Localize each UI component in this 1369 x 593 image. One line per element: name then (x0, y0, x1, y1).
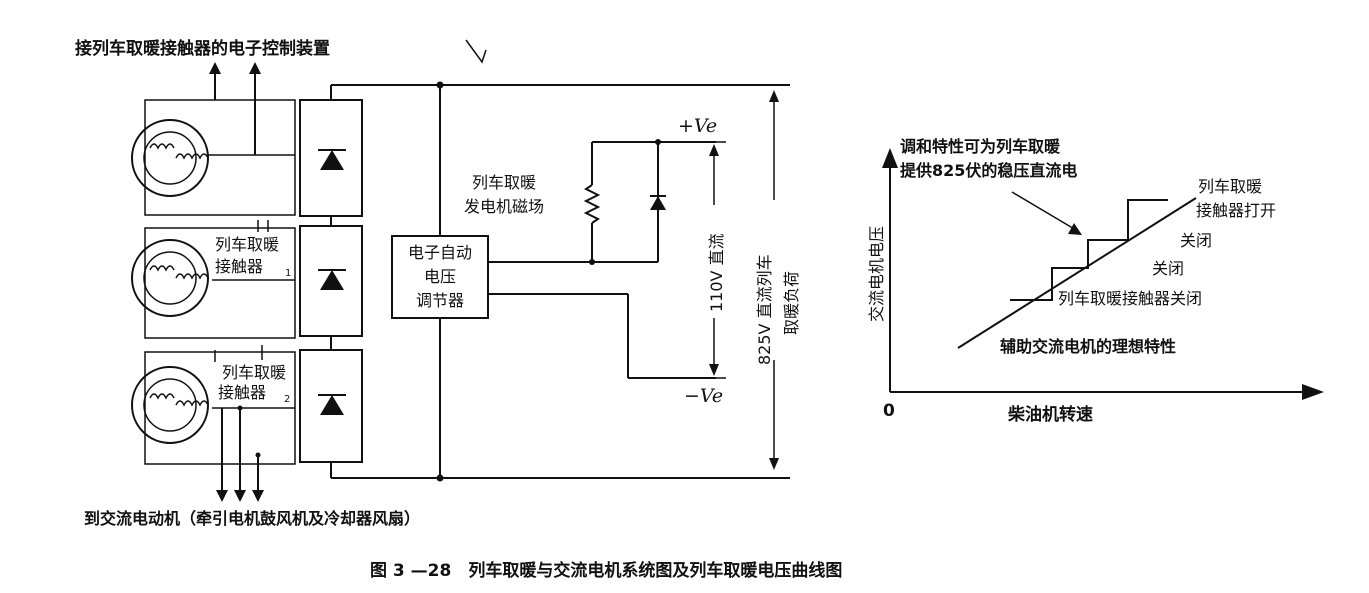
figure-caption: 图 3 —28 列车取暖与交流电机系统图及列车取暖电压曲线图 (370, 560, 842, 581)
regulated-step-line (1010, 199, 1168, 301)
contactor-1-label-line1: 列车取暖 (215, 235, 279, 254)
annot-regulate-line2: 提供825伏的稳压直流电 (900, 161, 1077, 180)
load-825v-label-line1: 825V 直流列车 (755, 254, 774, 365)
annot-close-2: 关闭 (1152, 259, 1184, 278)
motor-arrows (216, 405, 264, 502)
x-axis-arrow (1302, 384, 1324, 400)
annot-open-line1: 列车取暖 (1198, 177, 1262, 196)
y-axis-arrow (882, 148, 898, 168)
contactor-1-label-line2: 接触器 (215, 257, 263, 276)
annot-open-line2: 接触器打开 (1196, 201, 1276, 220)
field-label-line2: 发电机磁场 (464, 197, 544, 216)
regulator-line2: 电压 (424, 267, 456, 286)
load-825v-label-line2: 取暖负荷 (782, 271, 801, 335)
voltage-regulator: 电子自动 电压 调节器 (391, 235, 489, 319)
regulator-line3: 调节器 (416, 291, 464, 310)
regulator-line1: 电子自动 (408, 243, 472, 262)
rectifier-stack (299, 99, 363, 463)
dimension-110v (700, 141, 726, 379)
origin-label: 0 (883, 401, 895, 421)
ideal-characteristic-line (957, 197, 1197, 349)
diode-1 (318, 149, 346, 170)
field-circuit (488, 139, 716, 379)
contactor-2-index: 2 (284, 394, 290, 405)
diode-3 (318, 394, 346, 415)
generator-1 (131, 99, 296, 216)
minus-ve-label: −Ve (684, 385, 723, 407)
field-label-line1: 列车取暖 (472, 173, 536, 192)
annot-closed: 列车取暖接触器关闭 (1058, 289, 1202, 308)
characteristic-graph: 交流电机电压 柴油机转速 0 调和特性可为列车取暖 提供825伏的稳压直流电 列… (867, 137, 1324, 425)
bottom-motor-label: 到交流电动机（牵引电机鼓风机及冷却器风扇） (84, 509, 420, 528)
control-arrows (209, 62, 261, 155)
diode-2 (318, 269, 346, 290)
generator-3 (131, 351, 296, 465)
y-axis-label: 交流电机电压 (867, 226, 886, 322)
annot-regulate-line1: 调和特性可为列车取暖 (900, 137, 1061, 156)
annot-ideal: 辅助交流电机的理想特性 (1000, 337, 1176, 356)
dimension-825v (769, 90, 779, 470)
top-control-label: 接列车取暖接触器的电子控制装置 (75, 38, 330, 59)
scan-marks (465, 39, 487, 64)
contactor-marks (214, 220, 269, 362)
x-axis-label: 柴油机转速 (1007, 404, 1093, 425)
contactor-2-label-line2: 接触器 (218, 383, 266, 402)
contactor-1-index: 1 (285, 268, 291, 279)
dc-110v-label: 110V 直流 (707, 233, 726, 312)
contactor-2-label-line1: 列车取暖 (222, 363, 286, 382)
plus-ve-label: +Ve (678, 115, 717, 137)
generator-2 (131, 227, 296, 339)
annot-close-1: 关闭 (1180, 231, 1212, 250)
